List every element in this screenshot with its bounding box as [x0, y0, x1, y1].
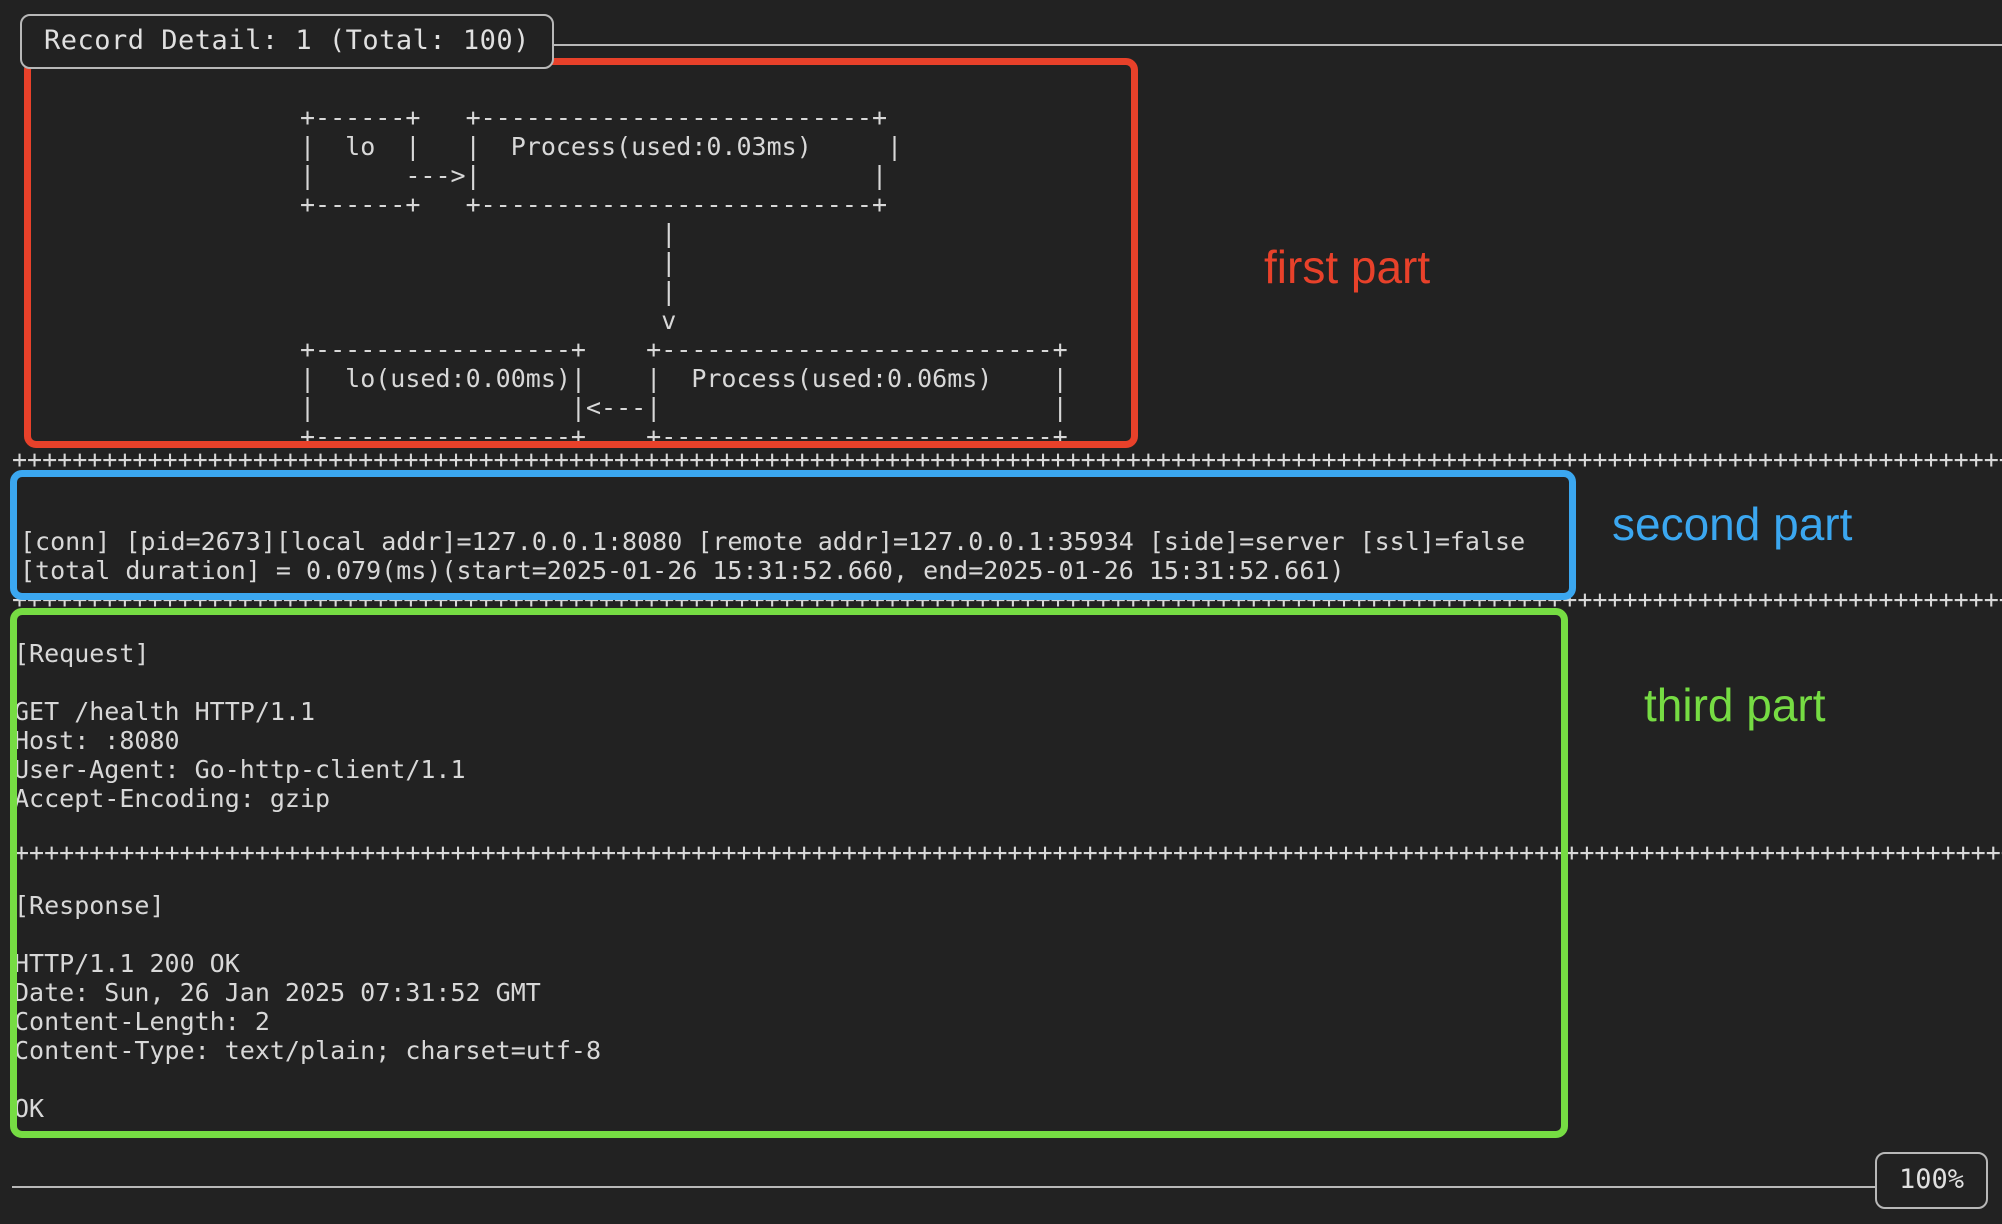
window-top-border [96, 44, 2002, 46]
annotation-label-second-part: second part [1612, 498, 1853, 550]
zoom-level-badge: 100% [1874, 1152, 1988, 1209]
record-detail-title: Record Detail: 1 (Total: 100) [20, 14, 554, 69]
annotation-label-third-part: third part [1644, 679, 1826, 731]
conn-duration-line: [total duration] = 0.079(ms)(start=2025-… [20, 556, 1345, 585]
http-request-text: [Request] GET /health HTTP/1.1 Host: :80… [14, 639, 466, 813]
separator-connection: ++++++++++++++++++++++++++++++++++++++++… [12, 447, 2002, 473]
topology-ascii-diagram: +------+ +--------------------------+ | … [300, 103, 1068, 451]
separator-response: ++++++++++++++++++++++++++++++++++++++++… [14, 840, 2002, 866]
separator-http: ++++++++++++++++++++++++++++++++++++++++… [12, 587, 2002, 613]
annotation-label-first-part: first part [1264, 241, 1431, 293]
connection-summary-text: [conn] [pid=2673][local addr]=127.0.0.1:… [20, 527, 1525, 585]
window-bottom-border [12, 1186, 1898, 1188]
http-response-text: [Response] HTTP/1.1 200 OK Date: Sun, 26… [14, 891, 601, 1123]
conn-line: [conn] [pid=2673][local addr]=127.0.0.1:… [20, 527, 1526, 556]
